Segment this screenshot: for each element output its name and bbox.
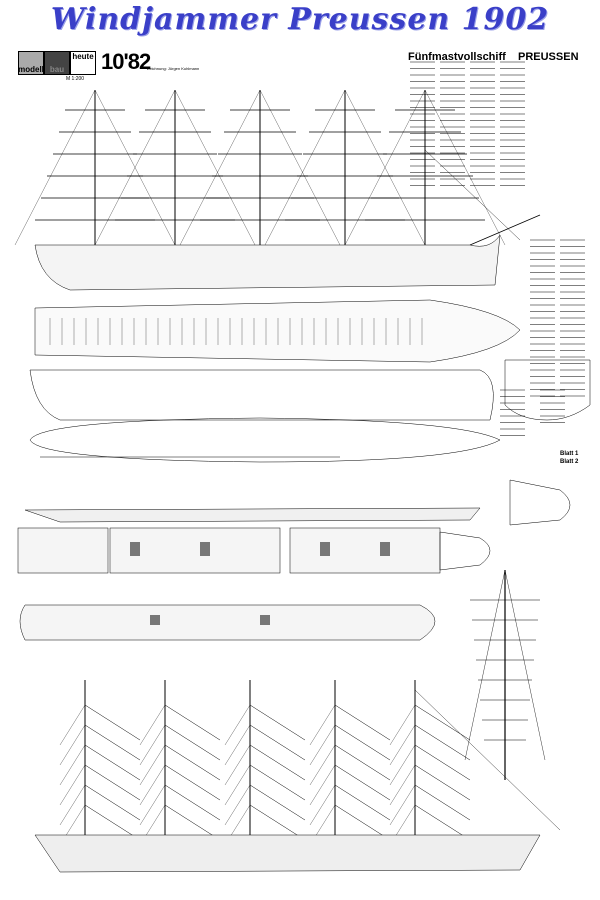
drawing-credit: Zeichnung: Jürgen Kuhlmann [147,66,200,71]
drawing-line [164,704,221,741]
drawing-line [249,764,306,801]
drawing-line [164,724,221,761]
drawing-line [174,89,256,246]
drawing-line [414,744,471,781]
sail-plan [59,680,561,846]
bow-detail [509,479,571,526]
deck-plan [34,299,521,363]
drawing-line [414,724,471,761]
drawing-line [334,784,391,821]
drawing-line [389,704,416,746]
drawing-line [94,89,176,246]
drawing-line [84,764,141,801]
drawing-line [389,764,416,806]
drawing-line [334,764,391,801]
drawing-line [84,744,141,781]
body-plan [504,359,591,421]
sail-plan-hull [34,834,541,873]
drawing-line [179,89,261,246]
drawing-line [164,764,221,801]
drawing-line [309,724,336,766]
drawing-line [249,784,306,821]
logo-part-modell: modell [18,51,44,75]
drawing-line [139,764,166,806]
drawing-line [59,724,86,766]
drawing-line [414,704,471,741]
drawing-line [84,704,141,741]
drawing-line [139,724,166,766]
drawing-line [59,784,86,826]
drawing-line [334,704,391,741]
drawing-line [414,784,471,821]
parts-legend [410,61,585,436]
drawing-line [164,744,221,781]
drawing-line [309,764,336,806]
drawing-line [249,744,306,781]
magazine-logo: modell bau heute [18,51,96,75]
drawing-line [309,704,336,746]
drawing-line [264,89,346,246]
hatched-blocks [130,542,390,625]
drawing-line [139,744,166,786]
drawing-line [164,804,221,841]
ship-name: PREUSSEN [518,51,579,63]
drawing-line [389,784,416,826]
ship-type: Fünfmastvollschiff [408,51,506,63]
drawing-line [414,689,561,831]
hull-lines-side [29,369,494,421]
side-profile-rigging [14,89,541,246]
mast-section-detail [464,569,546,780]
drawing-line [164,784,221,821]
drawing-line [344,89,426,246]
scale-label: M 1:200 [66,76,85,82]
drawing-line [84,724,141,761]
drawing-line [389,724,416,766]
drawing-line [59,744,86,786]
drawing-line [139,704,166,746]
drawing-line [334,744,391,781]
drawing-line [59,764,86,806]
logo-part-heute: heute [70,51,96,75]
drawing-line [389,744,416,786]
drawing-line [334,724,391,761]
page-title: Windjammer Preussen 1902 [50,2,550,37]
drawing-line [249,804,306,841]
drawing-line [414,764,471,801]
sheet-label-2: Blatt 2 [560,459,579,465]
logo-part-bau: bau [44,51,70,75]
drawing-line [224,744,251,786]
drawing-line [59,704,86,746]
drawing-line [14,89,96,246]
drawing-line [139,784,166,826]
drawing-line [309,784,336,826]
issue-number: 10'82 [101,49,151,74]
drawing-line [224,724,251,766]
deck-layout-plans [17,527,491,641]
drawing-line [469,214,541,246]
longitudinal-section [24,507,481,523]
sheet-label-1: Blatt 1 [560,451,579,457]
drawing-line [424,89,506,246]
drawing-line [84,784,141,821]
drawing-line [504,569,546,761]
drawing-line [464,569,506,761]
drawing-line [259,89,341,246]
drawing-line [309,744,336,786]
drawing-line [249,724,306,761]
drawing-line [224,784,251,826]
drawing-line [424,149,521,241]
hull-lines-plan [29,417,501,463]
drawing-line [334,804,391,841]
drawing-line [249,704,306,741]
hull-profile [34,234,501,291]
deck-fittings [49,318,423,345]
drawing-line [414,804,471,841]
drawing-line [224,764,251,806]
drawing-line [84,804,141,841]
drawing-line [224,704,251,746]
